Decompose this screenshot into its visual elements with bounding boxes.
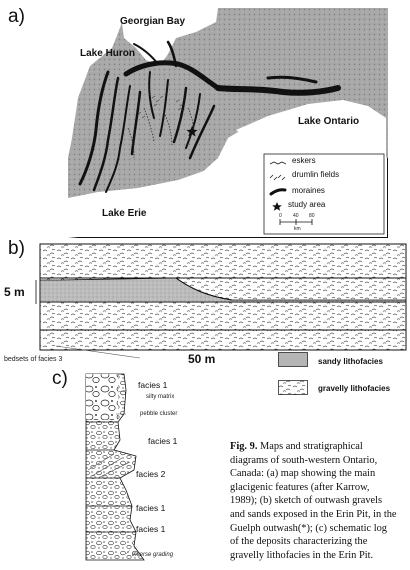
sandy-swatch — [278, 352, 308, 367]
scale-unit: km — [294, 226, 301, 232]
star-legend-icon — [272, 202, 282, 211]
facies-label-5: facies 1 — [136, 524, 166, 534]
eskers — [127, 107, 195, 159]
label-georgian-bay: Georgian Bay — [120, 16, 186, 27]
scale-bar — [279, 219, 313, 225]
bedsets-label: bedsets of facies 3 — [4, 356, 63, 363]
gravelly-swatch — [278, 380, 308, 395]
legend-gravelly: gravelly lithofacies — [318, 384, 391, 393]
lithofacies-legend-swatches — [278, 352, 308, 395]
panel-c-label: c) — [52, 368, 68, 389]
moraine-legend-icon — [269, 188, 287, 196]
length-scale-label: 50 m — [188, 352, 216, 366]
scale-0: 0 — [279, 213, 282, 219]
facies-label-2: facies 1 — [148, 436, 178, 446]
height-scale-label: 5 m — [4, 285, 25, 299]
stratigraphic-log — [85, 373, 145, 561]
eskers-legend-icon — [269, 161, 287, 165]
inverse-grading-label: inverse grading — [132, 552, 174, 558]
legend-study-area: study area — [288, 200, 326, 209]
legend-moraines: moraines — [292, 186, 325, 195]
ontario-map — [68, 8, 388, 238]
panel-a-label: a) — [8, 6, 25, 27]
label-lake-ontario: Lake Ontario — [298, 116, 360, 127]
caption-text: Maps and stratigraphical diagrams of sou… — [230, 441, 397, 561]
drumlin-fields — [137, 95, 184, 119]
legend-eskers: eskers — [292, 156, 316, 165]
facies-label-4: facies 1 — [136, 503, 166, 513]
scale-40: 40 — [293, 213, 299, 219]
lake-ontario — [236, 100, 386, 158]
outcrop-sketch — [35, 243, 407, 359]
lake-erie — [68, 166, 234, 238]
caption-fig-label: Fig. 9. — [230, 441, 258, 452]
figure-caption: Fig. 9. Maps and stratigraphical diagram… — [230, 440, 398, 562]
facies-label-3: facies 2 — [136, 469, 166, 479]
silty-matrix-label: silty matrix — [146, 394, 175, 400]
moraines — [78, 40, 341, 193]
legend-drumlin-fields: drumlin fields — [292, 170, 340, 179]
study-area-star — [186, 126, 198, 137]
label-lake-huron: Lake Huron — [80, 48, 136, 59]
panel-b-label: b) — [8, 238, 25, 259]
drumlin-legend-icon — [269, 174, 286, 181]
scale-80: 80 — [309, 213, 315, 219]
label-lake-erie: Lake Erie — [102, 208, 147, 219]
pebble-cluster-label: pebble cluster — [140, 411, 178, 417]
legend-sandy: sandy lithofacies — [318, 357, 383, 366]
lake-huron — [68, 8, 126, 158]
facies-label-1: facies 1 — [138, 380, 168, 390]
